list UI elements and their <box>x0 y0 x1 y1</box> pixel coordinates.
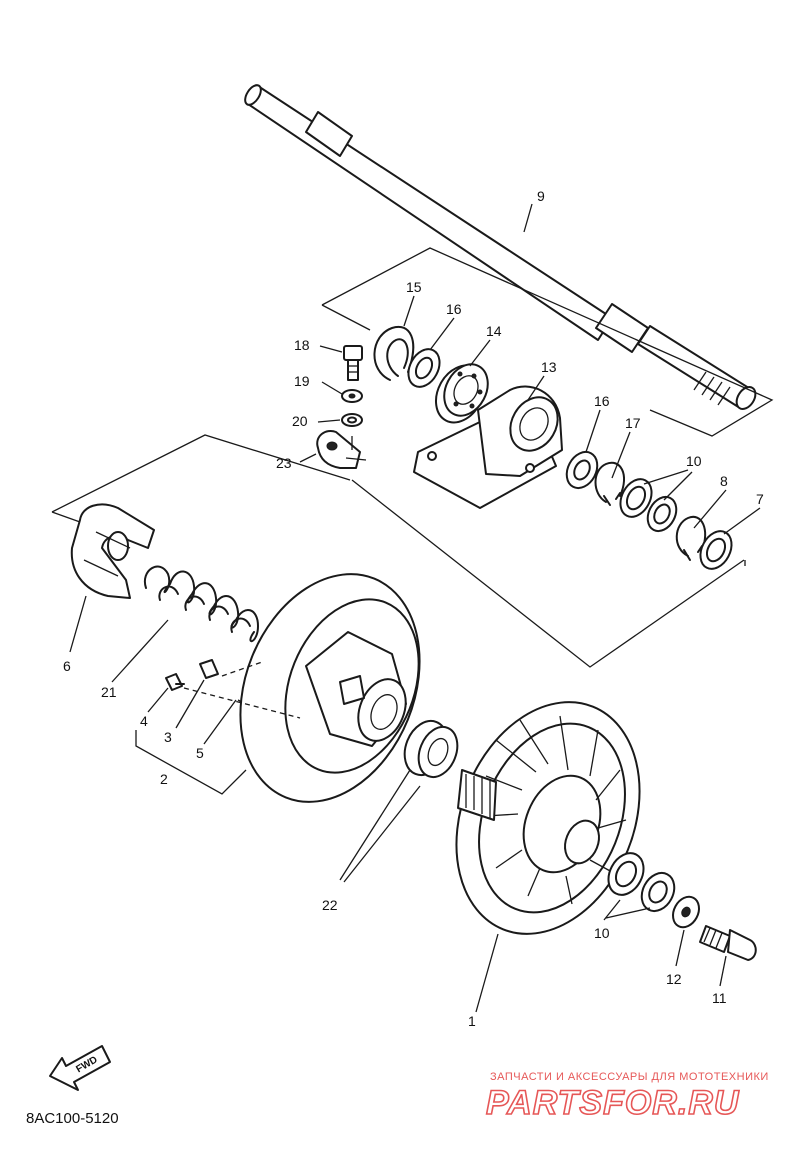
callout-15: 15 <box>406 279 422 295</box>
lower-group-outline <box>51 434 746 717</box>
bracket-part-23 <box>316 430 367 469</box>
bushing-part-22 <box>403 719 459 779</box>
callout-4: 4 <box>140 713 148 729</box>
callout-13: 13 <box>541 359 557 375</box>
upper-group-outline <box>321 247 774 668</box>
callout-14: 14 <box>486 323 502 339</box>
callout-11: 11 <box>712 990 727 1006</box>
callout-3: 3 <box>164 729 172 745</box>
callout-labels: 9 15 16 14 13 18 19 20 23 16 17 10 8 7 6… <box>63 188 764 1029</box>
washer-part-16-right <box>565 450 599 490</box>
callout-10-lower: 10 <box>594 925 610 941</box>
callout-7: 7 <box>756 491 764 507</box>
bearing-part-14 <box>435 363 489 424</box>
washer-part-10-lower-a <box>607 852 645 896</box>
callout-21: 21 <box>101 684 117 700</box>
callout-12: 12 <box>666 971 682 987</box>
watermark-brand: PARTSFOR.RU <box>486 1084 740 1122</box>
circlip-part-15 <box>373 325 415 381</box>
callout-1: 1 <box>468 1013 476 1029</box>
shaft-part-9 <box>244 84 757 410</box>
callout-2: 2 <box>160 771 168 787</box>
washer-part-16-top <box>407 348 441 388</box>
callout-5: 5 <box>196 745 204 761</box>
callout-6: 6 <box>63 658 71 674</box>
washer-part-10-lower-b <box>640 871 676 913</box>
fixed-sheave-part-1 <box>455 701 641 935</box>
cam-part-6 <box>70 503 155 599</box>
washer-part-10-right-a <box>619 478 653 518</box>
callout-20: 20 <box>292 413 308 429</box>
spring-washer-part-19 <box>341 389 363 403</box>
spring-part-21 <box>143 565 259 642</box>
callout-18: 18 <box>294 337 310 353</box>
circlip-part-17 <box>594 461 625 506</box>
sliding-sheave-part-2 <box>239 573 421 803</box>
bolt-part-18 <box>343 345 363 381</box>
callout-9: 9 <box>537 188 545 204</box>
catalog-code: 8AC100-5120 <box>26 1110 119 1127</box>
leader-lines <box>69 203 761 1013</box>
bearing-housing-part-13 <box>413 385 563 509</box>
washer-part-12 <box>672 895 700 929</box>
washer-part-7 <box>699 530 733 570</box>
callout-17: 17 <box>625 415 641 431</box>
callout-8: 8 <box>720 473 728 489</box>
washer-part-20 <box>341 413 363 427</box>
callout-19: 19 <box>294 373 310 389</box>
callout-16-top: 16 <box>446 301 462 317</box>
flange-bolt-part-11 <box>699 925 757 961</box>
callout-16-right: 16 <box>594 393 610 409</box>
washer-part-10-right-b <box>646 495 678 533</box>
callout-23: 23 <box>276 455 292 471</box>
slider-part-3 <box>199 659 219 679</box>
watermark: ЗАПЧАСТИ И АКСЕССУАРЫ ДЛЯ МОТОТЕХНИКИ PA… <box>485 1071 769 1123</box>
callout-22: 22 <box>322 897 338 913</box>
slider-guide-part-5 <box>183 661 301 719</box>
screw-part-4 <box>165 673 185 691</box>
callout-10-right: 10 <box>686 453 702 469</box>
forward-direction-arrow-icon: FWD <box>49 1045 111 1091</box>
watermark-tagline: ЗАПЧАСТИ И АКСЕССУАРЫ ДЛЯ МОТОТЕХНИКИ <box>490 1071 769 1083</box>
